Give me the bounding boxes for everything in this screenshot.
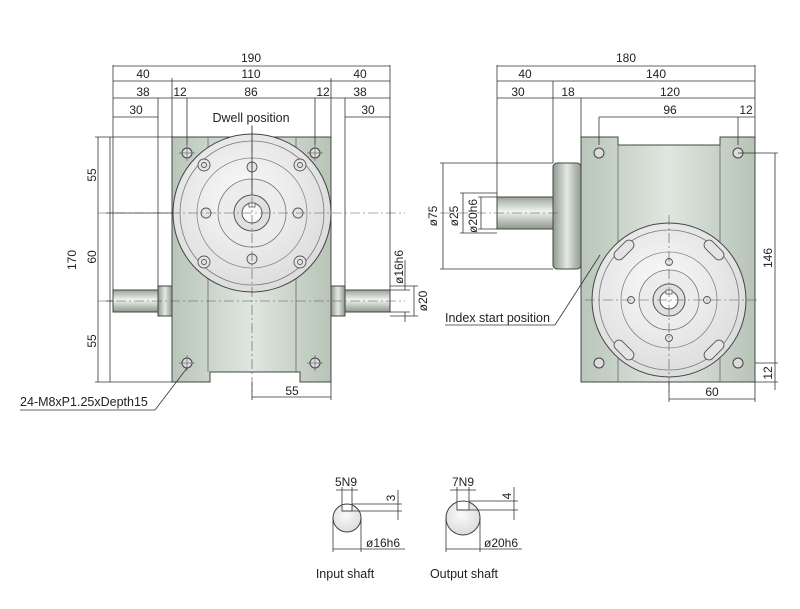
side-dim-96: 96 xyxy=(663,103,677,117)
side-disc-slots xyxy=(613,239,725,361)
input-shaft-detail: 5N9 3 ø16h6 Input shaft xyxy=(316,475,405,581)
front-dim-left-30: 30 xyxy=(129,103,143,117)
front-dim-bottom-width-55: 55 xyxy=(285,384,299,398)
front-dim-top-55: 55 xyxy=(85,168,99,182)
output-shaft-caption: Output shaft xyxy=(430,567,499,581)
front-dim-height-170: 170 xyxy=(65,250,79,270)
front-dim-left-38: 38 xyxy=(136,85,150,99)
side-dim-12-top: 12 xyxy=(739,103,753,117)
side-input-hub xyxy=(552,162,582,270)
side-corner-bolts xyxy=(593,147,744,369)
output-depth-label: 4 xyxy=(500,492,514,499)
front-dim-shaft-dia: ø16h6 xyxy=(392,250,406,284)
front-dim-right-30: 30 xyxy=(361,103,375,117)
side-dim-146: 146 xyxy=(761,248,775,268)
front-dim-bottom-55: 55 xyxy=(85,334,99,348)
front-dim-flange-12-right: 12 xyxy=(316,85,330,99)
side-dim-body-140: 140 xyxy=(646,67,666,81)
output-key-label: 7N9 xyxy=(452,475,474,489)
side-dim-dia75: ø75 xyxy=(426,205,440,226)
side-dim-shaft-30: 30 xyxy=(511,85,525,99)
side-dim-shaft-40: 40 xyxy=(518,67,532,81)
front-dim-ref-dia: ø20 xyxy=(416,290,430,311)
side-dim-60: 60 xyxy=(705,385,719,399)
front-dim-left-shaft: 40 xyxy=(136,67,150,81)
side-dim-dia25: ø25 xyxy=(447,205,461,226)
front-view: 190 40 110 40 38 12 86 12 38 30 30 170 5… xyxy=(20,51,430,411)
index-start-label: Index start position xyxy=(445,311,550,325)
side-dim-dia20: ø20h6 xyxy=(466,199,480,233)
side-dim-18: 18 xyxy=(561,85,575,99)
front-dim-bolt-86: 86 xyxy=(244,85,258,99)
front-dim-right-shaft: 40 xyxy=(353,67,367,81)
input-shaft-caption: Input shaft xyxy=(316,567,375,581)
front-dim-flange-12-left: 12 xyxy=(173,85,187,99)
side-dim-12-bottom: 12 xyxy=(761,366,775,380)
output-shaft-detail: 7N9 4 ø20h6 Output shaft xyxy=(430,475,522,581)
input-dia-label: ø16h6 xyxy=(366,536,400,550)
thread-note-label: 24-M8xP1.25xDepth15 xyxy=(20,395,148,409)
front-dim-right-38: 38 xyxy=(353,85,367,99)
side-view: 180 40 140 30 18 120 96 12 ø75 ø25 ø20h6… xyxy=(426,51,778,402)
front-dim-body-width: 110 xyxy=(241,67,260,81)
dwell-position-label: Dwell position xyxy=(212,111,289,125)
front-dim-mid-60: 60 xyxy=(85,250,99,264)
input-key-label: 5N9 xyxy=(335,475,357,489)
side-dim-120: 120 xyxy=(660,85,680,99)
side-dim-overall-width: 180 xyxy=(616,51,636,65)
input-depth-label: 3 xyxy=(384,494,398,501)
front-dim-overall-width: 190 xyxy=(241,51,261,65)
output-dia-label: ø20h6 xyxy=(484,536,518,550)
